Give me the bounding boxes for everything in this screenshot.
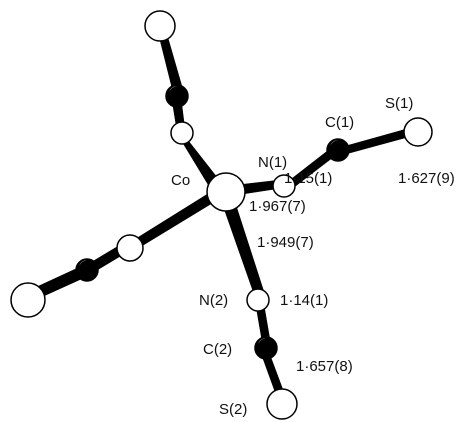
atom-left-s: [10, 282, 46, 318]
atoms: [10, 10, 433, 420]
dist-co-n2: 1·949(7): [257, 234, 314, 251]
atom-c2-shade: [258, 338, 266, 344]
label-c1: C(1): [325, 114, 354, 131]
atom-c2: [254, 336, 278, 360]
label-s2: S(2): [219, 401, 247, 418]
label-co: Co: [171, 172, 190, 189]
atom-top-c-shade: [169, 86, 177, 92]
dist-c2-s2: 1·657(8): [296, 358, 353, 375]
dist-n1-c1: 1·15(1): [284, 170, 332, 187]
atom-n1: [272, 174, 296, 198]
label-n2: N(2): [199, 292, 228, 309]
dist-co-n1: 1·967(7): [249, 198, 306, 215]
atom-co: [206, 172, 246, 212]
dist-n2-c2: 1·14(1): [280, 292, 328, 309]
atom-s1: [403, 117, 433, 147]
bond-c1-s1: [341, 127, 413, 155]
atom-labels: Co N(1) C(1) S(1) N(2) C(2) S(2): [171, 95, 413, 418]
atom-top-c: [165, 84, 189, 108]
atom-top-n: [170, 121, 194, 145]
atom-c1-shade: [330, 140, 338, 146]
bond-top-s-c: [159, 37, 184, 93]
label-n1: N(1): [258, 154, 287, 171]
atom-left-n: [116, 234, 144, 262]
atom-s2: [266, 388, 298, 420]
label-c2: C(2): [203, 341, 232, 358]
bond-length-labels: 1·967(7) 1·15(1) 1·627(9) 1·949(7) 1·14(…: [249, 170, 455, 375]
atom-top-s: [144, 10, 176, 42]
atom-n2: [246, 288, 270, 312]
atom-left-c: [75, 258, 99, 282]
atom-left-c-shade: [79, 260, 87, 266]
dist-c1-s1: 1·627(9): [398, 170, 455, 187]
atom-c1: [326, 138, 350, 162]
label-s1: S(1): [385, 95, 413, 112]
